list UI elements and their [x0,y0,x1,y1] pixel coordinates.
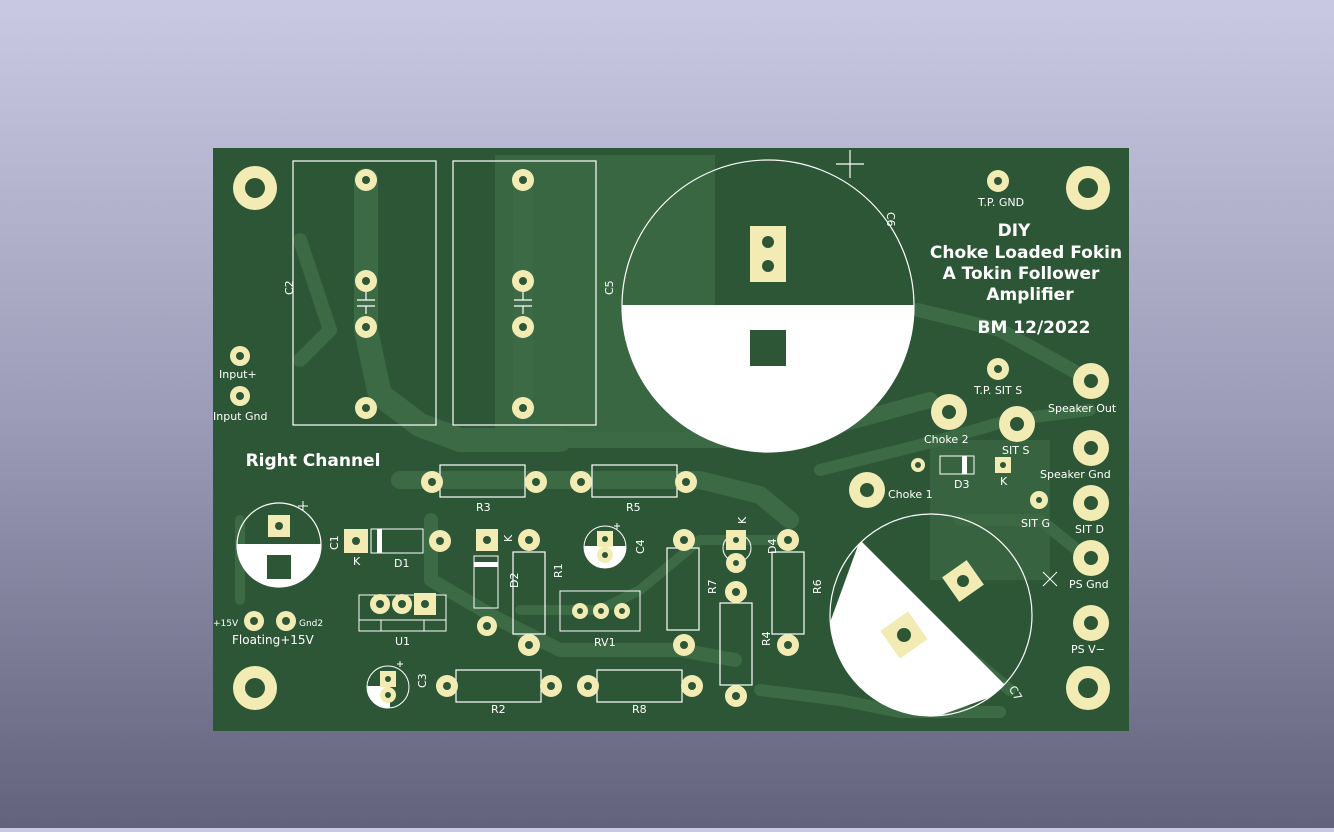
silk-label-r8: R8 [632,703,647,716]
copper-pour [930,440,1050,580]
silk-label-input-plus: Input+ [219,368,257,381]
silk-label-c6: C6 [884,212,897,227]
silk-label-k-d4: K [736,516,749,524]
silk-label-k-d3: K [1000,475,1008,488]
silk-label-k-d1: K [353,555,361,568]
silk-label-tp-gnd: T.P. GND [977,196,1024,209]
silk-label-c1: C1 [328,535,341,550]
title-line-2: Choke Loaded Fokin [930,243,1122,263]
capacitor-c5 [452,160,597,426]
silk-label-c7: C7 [1006,684,1025,703]
diode-d1 [370,528,424,554]
silk-label-ps-vminus: PS V− [1071,643,1105,656]
silk-label-floating: Floating+15V [232,633,315,647]
silk-label-d2: D2 [508,573,521,588]
silk-label-r6: R6 [811,579,824,594]
title-line-4: Amplifier [986,285,1074,305]
silk-label-r4: R4 [760,631,773,646]
through-hole-pads [230,169,1109,707]
silk-label-choke1: Choke 1 [888,488,933,501]
silk-label-k-d2: K [502,534,515,542]
title-line-1: DIY [998,221,1031,241]
channel-label: Right Channel [246,451,381,471]
silk-label-d4: D4 [766,539,779,554]
silkscreen-labels: C2 C5 C6 C1 C4 C3 C7 R3 R5 R2 R8 R1 R7 R… [213,196,1117,716]
silk-label-d3: D3 [954,478,969,491]
silk-label-sit-d: SIT D [1075,523,1104,536]
trimmer-rv1 [559,590,641,632]
silk-label-tp-sit-s: T.P. SIT S [973,384,1022,397]
silk-label-plus15v: +15V [213,619,239,629]
silk-label-u1: U1 [395,635,410,648]
silk-label-speaker-out: Speaker Out [1048,402,1117,415]
silk-label-c3: C3 [416,673,429,688]
silk-label-choke2: Choke 2 [924,433,969,446]
silk-label-r5: R5 [626,501,641,514]
silk-label-c5: C5 [603,280,616,295]
title-line-3: A Tokin Follower [943,264,1100,284]
silk-label-rv1: RV1 [594,636,616,649]
silk-label-r1: R1 [552,563,565,578]
silk-label-c4: C4 [634,539,647,554]
author-date: BM 12/2022 [978,318,1091,338]
silk-label-speaker-gnd: Speaker Gnd [1040,468,1111,481]
diode-d2 [473,555,499,609]
silk-label-c2: C2 [283,280,296,295]
capacitor-c2 [292,160,437,426]
silk-label-d1: D1 [394,557,409,570]
silk-label-r3: R3 [476,501,491,514]
diode-d3 [939,455,975,475]
silk-label-r7: R7 [706,579,719,594]
silk-label-sit-g: SIT G [1021,517,1050,530]
silk-label-gnd2: Gnd2 [299,619,323,629]
silk-label-sit-s: SIT S [1002,444,1029,457]
silkscreen-title-block: DIY Choke Loaded Fokin A Tokin Follower … [930,221,1122,338]
silk-label-r2: R2 [491,703,506,716]
silk-label-ps-gnd: PS Gnd [1069,578,1109,591]
pad-drills [236,176,1098,700]
silk-label-input-gnd: Input Gnd [213,410,267,423]
